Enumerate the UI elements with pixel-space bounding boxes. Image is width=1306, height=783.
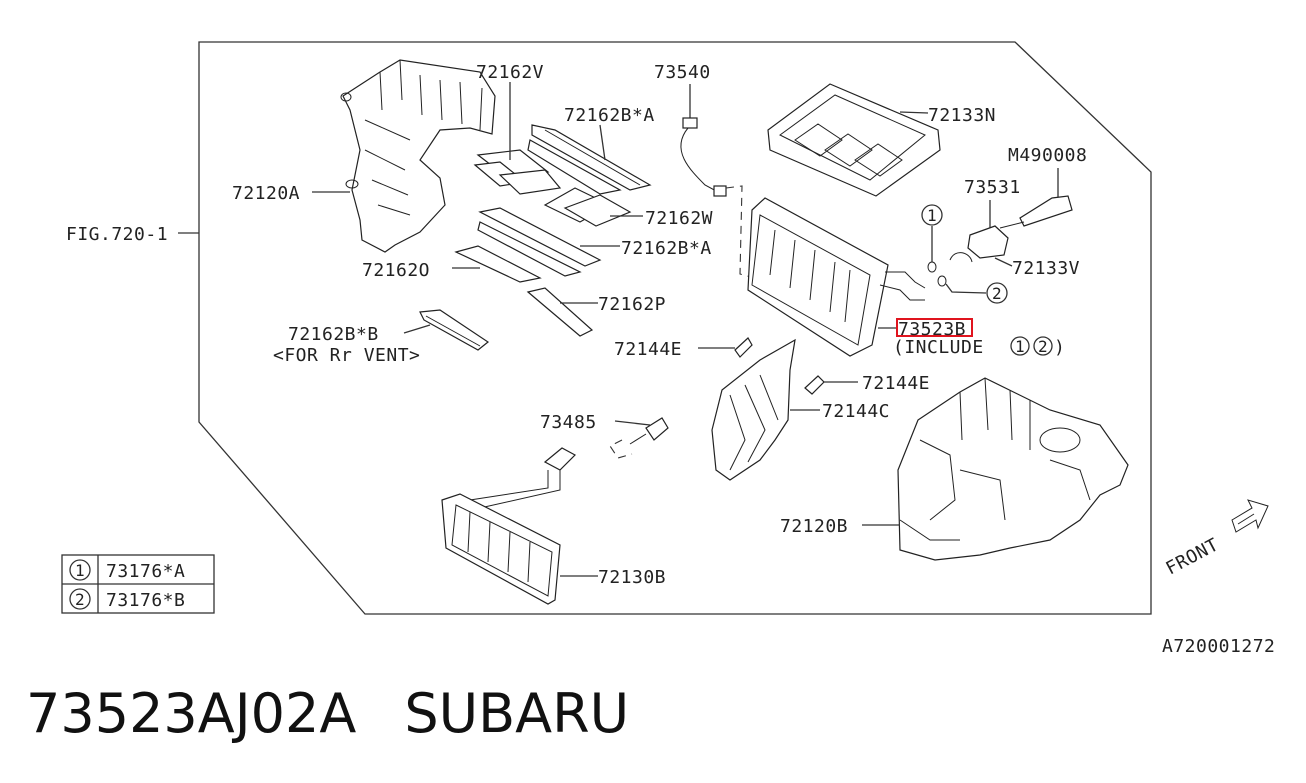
svg-text:2: 2 [1038, 337, 1048, 356]
cover-72133N-drawing [767, 83, 941, 197]
filter-72162O-drawing [454, 245, 542, 283]
legend-part-2: 73176*B [106, 590, 185, 611]
label-72162BB: 72162B*B [288, 324, 379, 345]
label-fig-ref: FIG.720-1 [66, 224, 168, 245]
svg-text:2: 2 [75, 590, 85, 609]
label-front: FRONT [1162, 534, 1222, 579]
label-73531: 73531 [964, 177, 1021, 198]
include-circle-2: 2 [1033, 336, 1053, 356]
label-include: (INCLUDE [893, 337, 984, 358]
screw-73485-drawing [609, 417, 669, 459]
label-73523B[interactable]: 73523B [898, 319, 966, 340]
filter-72162P-drawing [526, 287, 594, 337]
legend-table: 1 73176*A 2 73176*B [61, 554, 215, 614]
label-72133N: 72133N [928, 105, 996, 126]
leader-lines [178, 82, 1013, 577]
svg-text:2: 2 [992, 284, 1002, 303]
label-72120B: 72120B [780, 516, 848, 537]
o-rings-drawing [927, 226, 987, 294]
svg-text:1: 1 [75, 561, 85, 580]
evaporator-73523B-drawing [747, 197, 926, 357]
label-72162V: 72162V [476, 62, 544, 83]
svg-text:1: 1 [1015, 337, 1025, 356]
duct-72120A-drawing [340, 59, 496, 253]
clip-72144E-upper-drawing [734, 337, 753, 358]
clip-72144E-lower-drawing [804, 375, 825, 395]
highlight-box [896, 318, 973, 337]
label-72120A: 72120A [232, 183, 300, 204]
label-72162BA-upper: 72162B*A [564, 105, 655, 126]
label-72162O: 72162O [362, 260, 430, 281]
filter-72162BB-drawing [419, 309, 490, 351]
page-title: 73523AJ02A SUBARU [26, 682, 677, 745]
label-72144E-upper: 72144E [614, 339, 682, 360]
label-72133V: 72133V [1012, 258, 1080, 279]
legend-part-1: 73176*A [106, 561, 185, 582]
label-72144E-lower: 72144E [862, 373, 930, 394]
filter-72162BA-upper-drawing [527, 124, 652, 195]
bracket-72144C-drawing [711, 338, 796, 481]
label-72162BA-lower: 72162B*A [621, 238, 712, 259]
bolt-M490008-drawing [999, 168, 1073, 229]
legend-row-2: 2 73176*B [69, 588, 185, 611]
diagram-code: A720001272 [1162, 636, 1275, 657]
heater-core-72130B-drawing [441, 447, 576, 605]
diagram-frame [198, 41, 1152, 615]
label-72130B: 72130B [598, 567, 666, 588]
title-brand: SUBARU [404, 682, 630, 745]
callout-circle-1: 1 [921, 204, 943, 226]
title-part-number: 73523AJ02A [26, 682, 357, 745]
include-circle-1: 1 [1010, 336, 1030, 356]
legend-row-1: 1 73176*A [69, 559, 185, 582]
callout-circle-2: 2 [986, 282, 1008, 304]
filters-72162W-drawing [543, 187, 632, 227]
label-M490008: M490008 [1008, 145, 1087, 166]
label-include-close: ) [1054, 337, 1065, 358]
label-for-rr-vent: <FOR Rr VENT> [273, 345, 420, 366]
label-72144C: 72144C [822, 401, 890, 422]
svg-text:1: 1 [927, 206, 937, 225]
label-72162P: 72162P [598, 294, 666, 315]
filter-72162BA-lower-drawing [477, 207, 602, 277]
block-73531-drawing [949, 200, 1009, 263]
label-73540: 73540 [654, 62, 711, 83]
front-arrow-drawing [1231, 499, 1269, 533]
label-72162W: 72162W [645, 208, 713, 229]
filters-72162V-drawing [473, 149, 562, 195]
unit-72120B-drawing [897, 377, 1129, 561]
label-73485: 73485 [540, 412, 597, 433]
